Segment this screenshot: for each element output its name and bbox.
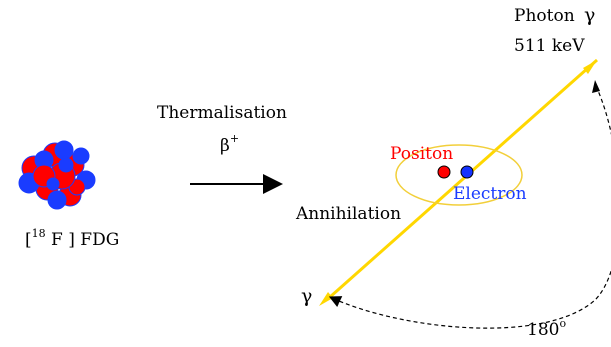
beta-superscript: + xyxy=(229,132,240,145)
element-symbol: F xyxy=(51,230,63,250)
positon-label: Positon xyxy=(390,144,454,164)
tracer-label: [18 F ] FDG xyxy=(25,227,120,250)
gamma-bottom-label: γ xyxy=(301,285,313,307)
gamma-ray-arrowhead-bottom xyxy=(319,292,333,306)
beta-plus-label: β+ xyxy=(220,132,240,156)
photon-gamma-symbol: γ xyxy=(584,4,596,26)
electron-particle xyxy=(460,165,474,179)
electron-label: Electron xyxy=(453,184,527,204)
photon-label: Photon γ xyxy=(514,4,596,26)
degree-symbol: o xyxy=(559,317,567,330)
positron-particle xyxy=(437,165,451,179)
annihilation-label: Annihilation xyxy=(296,204,402,224)
energy-label: 511 keV xyxy=(514,36,585,56)
annihilation-region xyxy=(395,144,523,206)
tracer-name: ] FDG xyxy=(68,230,120,250)
gamma-ray-arrowhead-top xyxy=(583,60,597,74)
angle-arc xyxy=(328,85,611,329)
angle-label: 180o xyxy=(527,317,567,340)
isotope-mass: 18 xyxy=(31,227,46,240)
gamma-ray-line xyxy=(329,58,598,299)
nucleus-cluster-icon xyxy=(18,140,96,210)
thermalisation-label: Thermalisation xyxy=(157,103,287,123)
angle-arc-start-arrow xyxy=(592,80,600,93)
